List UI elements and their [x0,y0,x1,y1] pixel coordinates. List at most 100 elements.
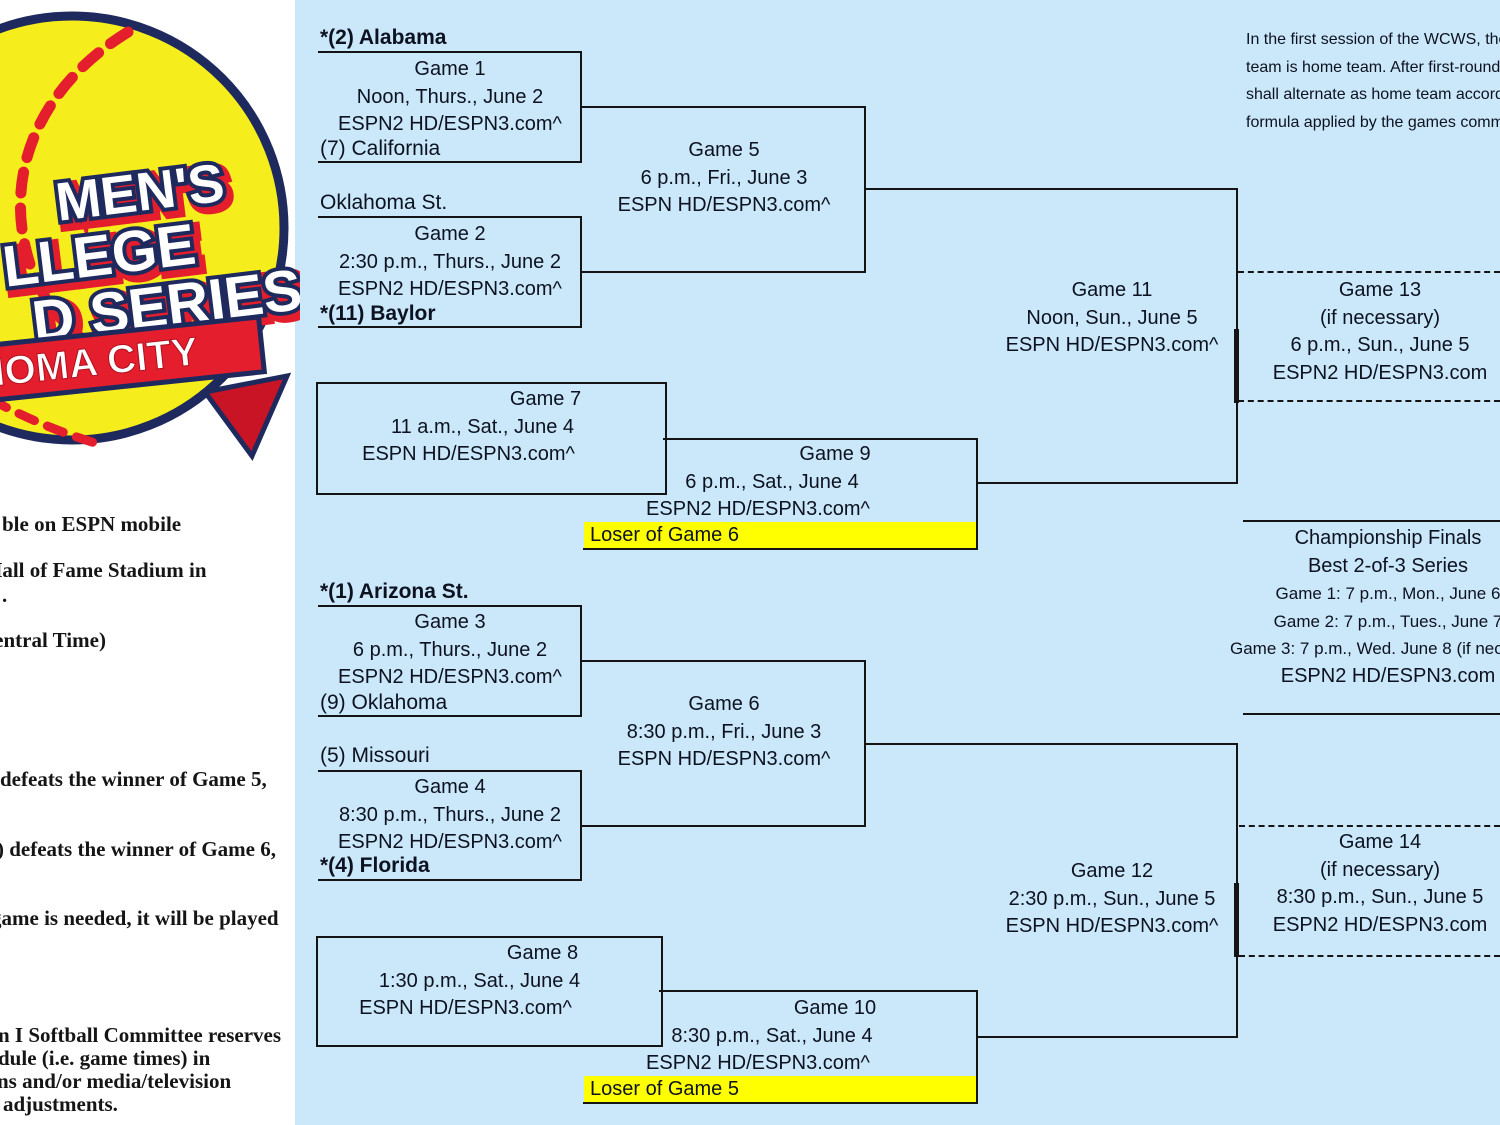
game8-time: 1:30 p.m., Sat., June 4 [378,969,581,992]
game7-time: 11 a.m., Sat., June 4 [390,415,575,438]
game5-tv: ESPN HD/ESPN3.com^ [617,194,831,216]
game12-time: 2:30 p.m., Sun., June 5 [1008,887,1216,910]
game14-if-necessary: (if necessary) [1319,858,1441,881]
game5-winner-line [866,188,1238,190]
note-if-game: game is needed, it will be played [0,906,279,930]
game1-title: Game 1 [414,58,486,80]
game2-tv: ESPN2 HD/ESPN3.com^ [338,278,562,300]
game9-winner-line [978,482,1238,484]
game4-tv: ESPN2 HD/ESPN3.com^ [338,831,562,853]
note-game5-winner: defeats the winner of Game 5, [0,767,267,791]
game1-right-line [580,51,582,163]
game10-bottom-line [583,1102,978,1104]
game14-title: Game 14 [1338,831,1422,853]
game6-bottom-line [582,825,866,827]
team-alabama: *(2) Alabama [320,26,447,49]
ribbon-tail [200,372,292,461]
game3-top-line [318,605,582,607]
team-florida: *(4) Florida [320,854,430,877]
home-team-note-line3: shall alternate as home team accord [1246,86,1500,103]
note-media: ns and/or media/television [0,1069,232,1093]
game9-right-line [976,438,978,550]
home-team-note-line4: formula applied by the games comm [1246,114,1500,131]
game9-info: Game 9 6 p.m., Sat., June 4 ESPN2 HD/ESP… [584,441,976,524]
team-california: (7) California [320,137,441,160]
game13-left-line [1234,329,1239,403]
game12-title: Game 12 [1070,860,1154,882]
game11-tv: ESPN HD/ESPN3.com^ [1005,334,1219,356]
home-team-note-line1: In the first session of the WCWS, the [1246,31,1500,48]
game1-tv: ESPN2 HD/ESPN3.com^ [338,113,562,135]
game9-top-line [663,438,978,440]
game10-title: Game 10 [793,997,877,1019]
game14-top-dashed-line [1239,825,1500,827]
game13-top-dashed-line [1238,271,1500,273]
game4-time: 8:30 p.m., Thurs., June 2 [339,803,561,826]
note-adjustments: adjustments. [3,1092,118,1116]
championship-finals-block: Championship Finals Best 2-of-3 Series G… [1230,525,1500,691]
game4-right-line [580,770,582,881]
game5-time: 6 p.m., Fri., June 3 [640,166,808,189]
game9-time: 6 p.m., Sat., June 4 [685,470,859,493]
game12-info: Game 12 2:30 p.m., Sun., June 5 ESPN HD/… [985,858,1239,941]
game5-top-line [582,106,866,108]
game8-title: Game 8 [506,942,579,964]
game11-title: Game 11 [1071,279,1153,301]
game10-winner-line [978,1036,1238,1038]
game6-right-line [864,660,866,827]
championship-title: Championship Finals [1294,527,1482,549]
note-period: . [2,583,8,607]
softball-seam2-icon [0,399,100,448]
game14-time: 8:30 p.m., Sun., June 5 [1276,886,1484,908]
note-stadium: Hall of Fame Stadium in [0,558,207,582]
game6-top-line [582,660,866,662]
game3-bottom-line [318,715,582,717]
game2-info: Game 2 2:30 p.m., Thurs., June 2 ESPN2 H… [318,221,582,304]
game14-info: Game 14 (if necessary) 8:30 p.m., Sun., … [1240,829,1500,939]
game6-winner-line [866,743,1238,745]
team-arizona-st: *(1) Arizona St. [320,580,469,603]
game6-tv: ESPN HD/ESPN3.com^ [617,748,831,770]
softball-seam-icon [14,26,134,358]
game6-info: Game 6 8:30 p.m., Fri., June 3 ESPN HD/E… [582,691,866,774]
game9-tv: ESPN2 HD/ESPN3.com^ [646,498,870,520]
game7-title: Game 7 [509,388,582,410]
note-schedule: dule (i.e. game times) in [0,1046,211,1070]
game8-info: Game 8 1:30 p.m., Sat., June 4 ESPN HD/E… [316,940,659,1023]
game11-info: Game 11 Noon, Sun., June 5 ESPN HD/ESPN3… [985,277,1239,360]
game4-info: Game 4 8:30 p.m., Thurs., June 2 ESPN2 H… [318,774,582,857]
home-team-note-line2: team is home team. After first-round [1246,59,1500,76]
game5-bottom-line [582,271,866,273]
game2-right-line [580,216,582,328]
game13-tv: ESPN2 HD/ESPN3.com [1272,361,1488,384]
game3-title: Game 3 [414,611,486,633]
game10-tv: ESPN2 HD/ESPN3.com^ [646,1052,870,1074]
championship-bottom-rule [1243,713,1500,715]
game13-title: Game 13 [1338,279,1422,301]
game10-top-line [659,990,978,992]
game7-info: Game 7 11 a.m., Sat., June 4 ESPN HD/ESP… [318,386,663,469]
game10-time: 8:30 p.m., Sat., June 4 [671,1024,873,1047]
game5-info: Game 5 6 p.m., Fri., June 3 ESPN HD/ESPN… [582,137,866,220]
championship-subtitle: Best 2-of-3 Series [1307,554,1469,577]
wcws-softball-logo: MEN'S MEN'S LLEGE LLEGE D SERIES D SERIE… [0,11,300,461]
game5-right-line [864,106,866,273]
game10-loser-note: Loser of Game 5 [590,1078,739,1100]
game1-time: Noon, Thurs., June 2 [356,85,544,108]
game2-title: Game 2 [414,223,486,245]
game4-bottom-line [318,879,582,881]
game2-time: 2:30 p.m., Thurs., June 2 [339,250,561,273]
game9-bottom-line [583,548,978,550]
game1-top-line [318,51,582,53]
game13-bottom-dashed-line [1238,400,1500,402]
game9-title: Game 9 [799,443,871,465]
game6-title: Game 6 [688,693,760,715]
game10-info: Game 10 8:30 p.m., Sat., June 4 ESPN2 HD… [584,995,976,1078]
game8-tv: ESPN HD/ESPN3.com^ [359,997,572,1019]
game10-right-line [976,990,978,1104]
championship-top-rule [1243,520,1500,522]
game4-top-line [318,770,582,772]
note-central-time: (Central Time) [0,628,106,652]
game2-bottom-line [318,326,582,328]
game14-tv: ESPN2 HD/ESPN3.com [1272,913,1488,936]
